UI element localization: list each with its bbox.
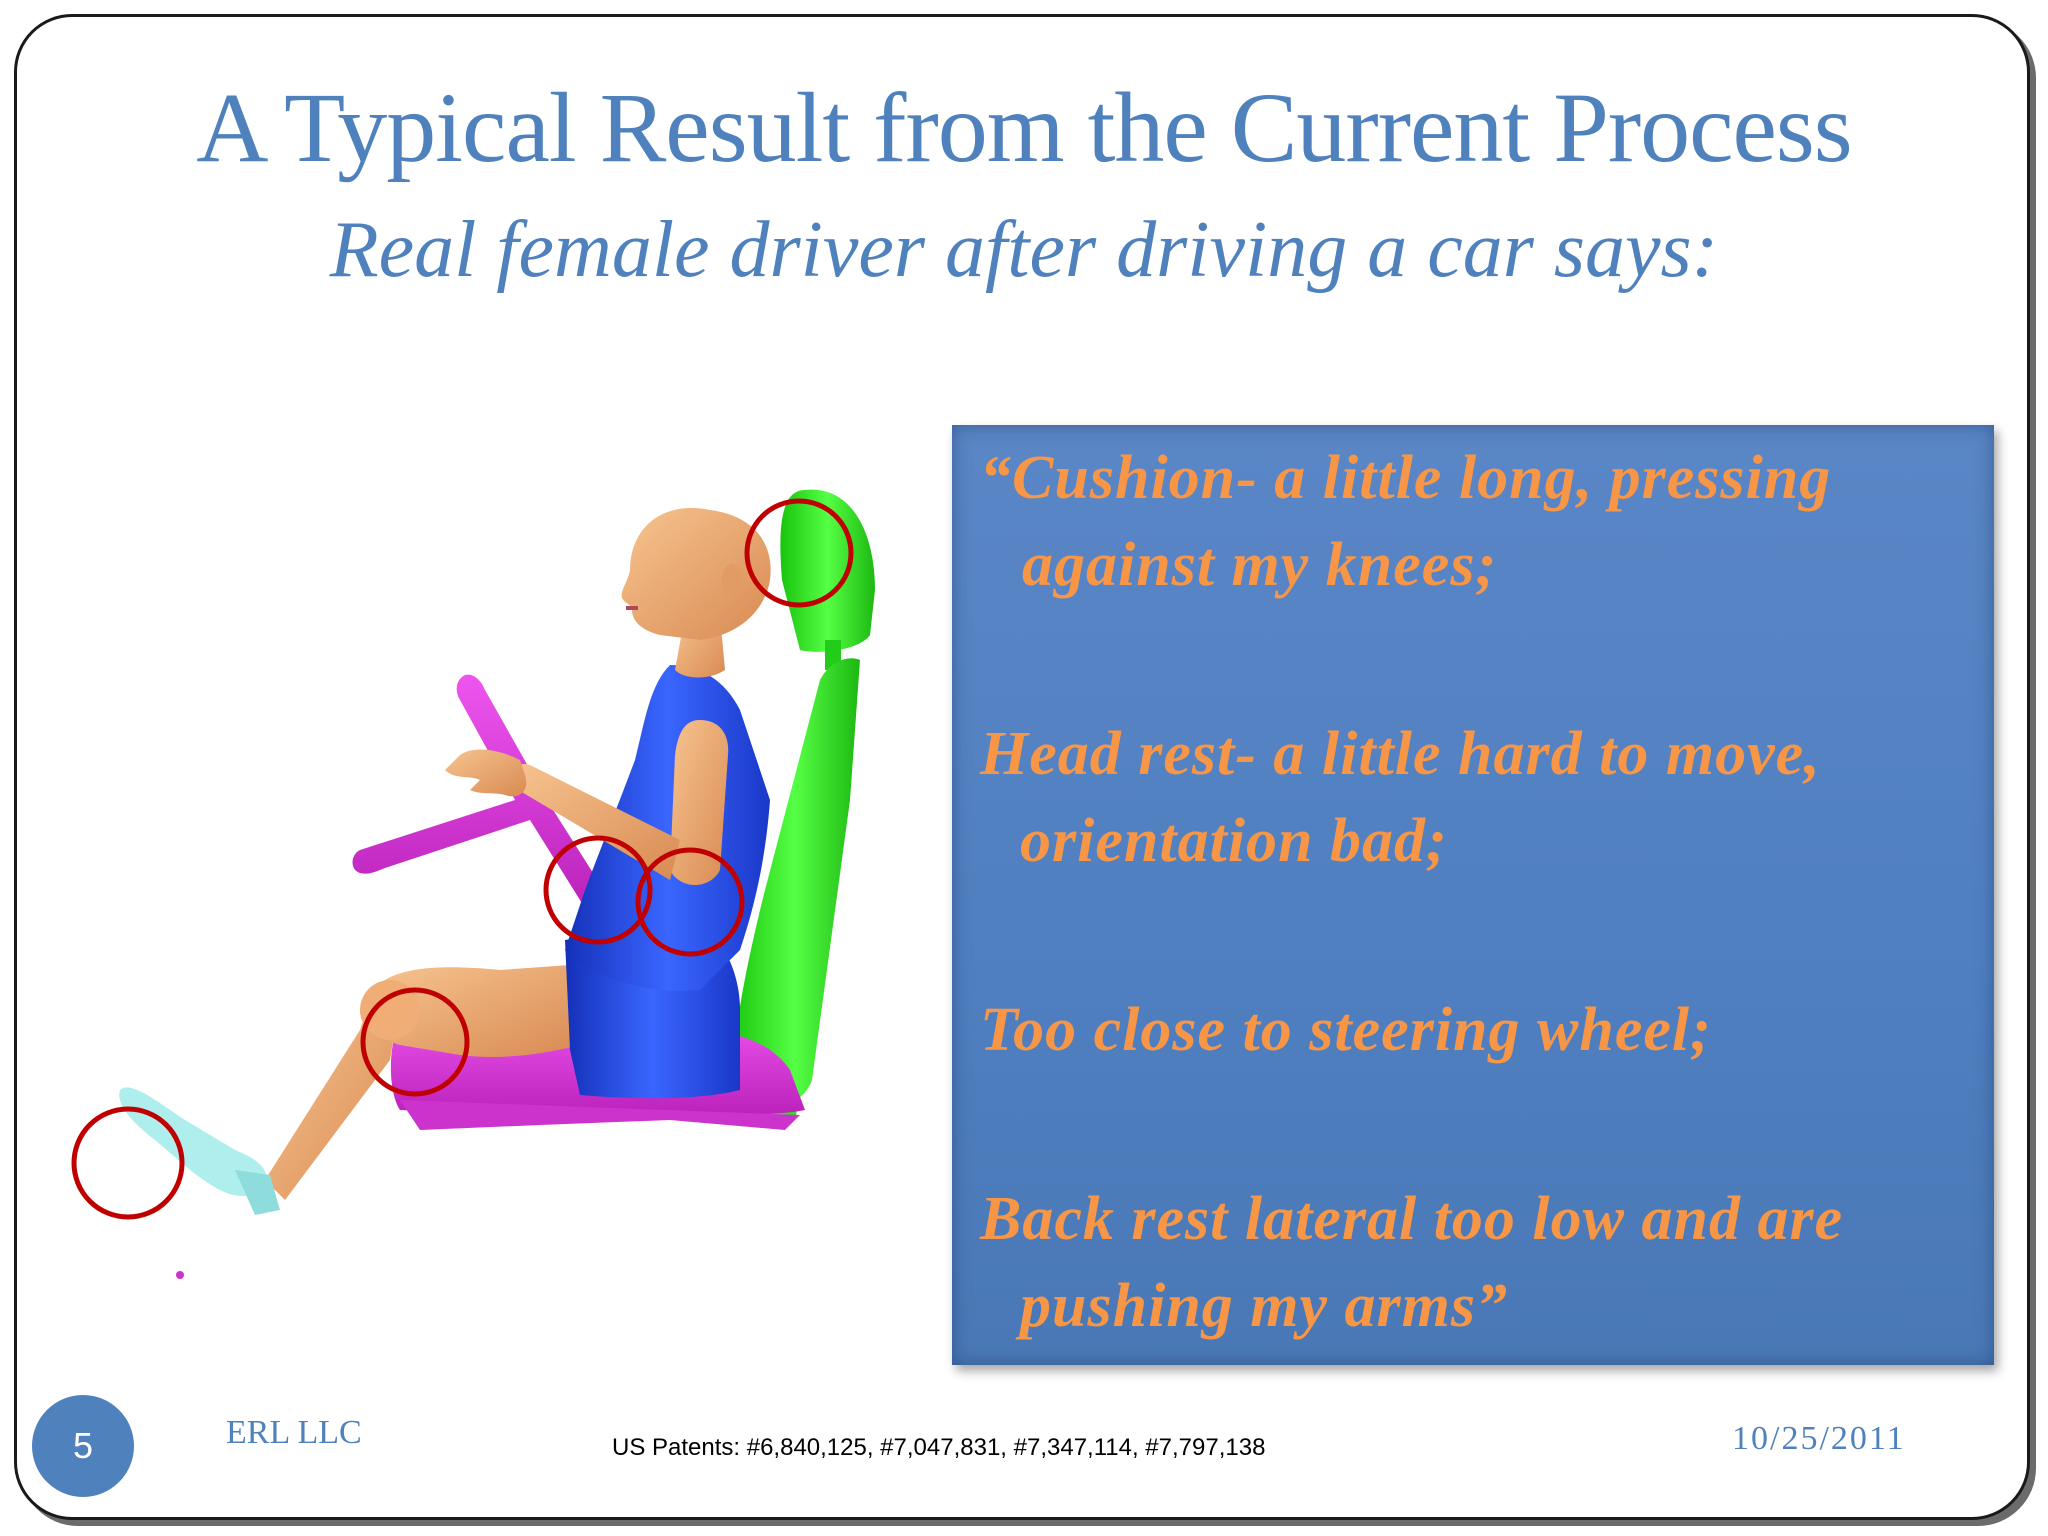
marker-steering	[543, 835, 653, 945]
forearm	[510, 764, 680, 880]
steering-wheel	[352, 674, 604, 910]
footer-patents: US Patents: #6,840,125, #7,047,831, #7,3…	[612, 1434, 1266, 1461]
backrest	[730, 658, 860, 1110]
slide-title: A Typical Result from the Current Proces…	[196, 72, 1852, 183]
footer-date: 10/25/2011	[1732, 1420, 1906, 1457]
seat-cushion-base	[400, 1100, 800, 1130]
quote-steering: Too close to steering wheel;	[980, 996, 1712, 1064]
page-number: 5	[72, 1425, 94, 1466]
shin	[265, 1000, 400, 1200]
headrest	[780, 489, 875, 652]
thigh	[373, 965, 580, 1057]
floor-marker	[176, 1271, 184, 1279]
footer-organization: ERL LLC	[226, 1414, 362, 1451]
hand	[445, 749, 527, 797]
slide-subtitle: Real female driver after driving a car s…	[329, 206, 1719, 294]
knee	[360, 980, 420, 1040]
page-number-badge: 5	[32, 1395, 134, 1497]
marker-arm	[635, 847, 745, 957]
quote-backrest: Back rest lateral too low and are pushin…	[980, 1185, 1844, 1340]
quote-box: “Cushion- a little long, pressing agains…	[952, 425, 1994, 1365]
shoe-heel	[235, 1170, 280, 1215]
marker-headrest	[744, 498, 854, 608]
quote-cushion: “Cushion- a little long, pressing agains…	[980, 444, 1832, 599]
marker-foot	[71, 1106, 185, 1220]
ear	[722, 564, 742, 596]
marker-knee	[360, 987, 470, 1097]
head	[621, 508, 771, 640]
quote-headrest: Head rest- a little hard to move, orient…	[980, 720, 1821, 875]
upper-arm	[670, 720, 729, 885]
driver-seat-illustration	[71, 489, 875, 1279]
